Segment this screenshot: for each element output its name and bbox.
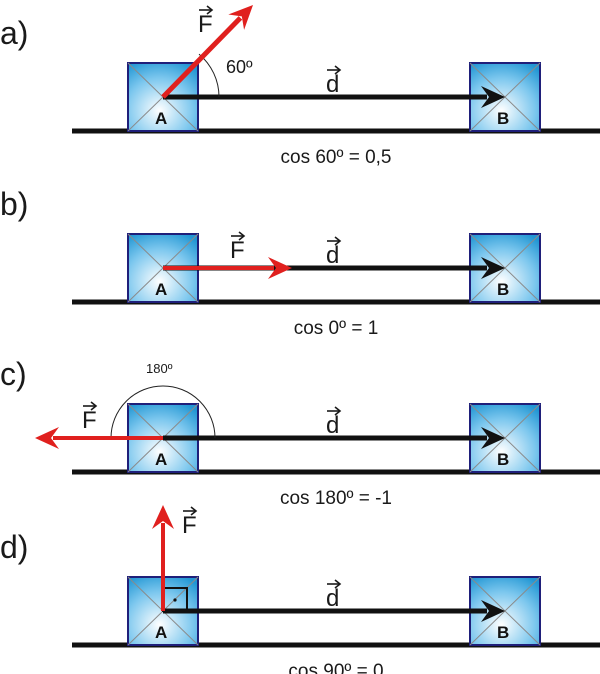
- box-a-label: A: [155, 623, 167, 642]
- force-label: F: [182, 512, 197, 539]
- force-arrow-head: [228, 5, 253, 30]
- displacement-label: d: [326, 585, 339, 612]
- displacement-label-arrow-icon: [327, 406, 342, 416]
- displacement-arrow-head: [481, 86, 505, 108]
- cosine-caption: cos 180º = -1: [280, 488, 392, 509]
- angle-label: 180º: [146, 361, 173, 376]
- force-label-arrow-icon: [83, 401, 98, 411]
- force-label: F: [82, 407, 97, 434]
- box-b-label: B: [497, 109, 509, 128]
- cosine-caption: cos 60º = 0,5: [281, 147, 392, 168]
- force-label-arrow-icon: [183, 506, 198, 516]
- panel-c: c) A Bd F 180º cos 180º = -1: [0, 356, 600, 509]
- force-label-arrow-icon: [231, 231, 246, 241]
- box-a-label: A: [155, 109, 167, 128]
- angle-arc: [110, 385, 216, 439]
- panel-label: d): [0, 529, 28, 565]
- box-a-label: A: [155, 280, 167, 299]
- displacement-label-arrow-icon: [327, 65, 342, 75]
- force-label-arrow-icon: [199, 5, 214, 15]
- force-arrow-head: [268, 257, 292, 279]
- panel-a: a) A Bd F 60º cos 60º = 0,5: [0, 5, 600, 168]
- panel-label: a): [0, 15, 28, 51]
- displacement-label-arrow-icon: [327, 579, 342, 589]
- displacement-arrow-head: [481, 427, 505, 449]
- displacement-arrow-head: [481, 600, 505, 622]
- displacement-arrow-head: [481, 257, 505, 279]
- box-b-label: B: [497, 450, 509, 469]
- displacement-label: d: [326, 242, 339, 269]
- force-arrow-shaft: [161, 16, 243, 99]
- panel-label: c): [0, 356, 27, 392]
- force-arrow-head: [152, 505, 174, 529]
- panel-label: b): [0, 186, 28, 222]
- box-b-label: B: [497, 623, 509, 642]
- cosine-caption: cos 90º = 0: [288, 661, 383, 674]
- force-label: F: [230, 237, 245, 264]
- cosine-caption: cos 0º = 1: [294, 318, 379, 339]
- displacement-label: d: [326, 412, 339, 439]
- displacement-label: d: [326, 71, 339, 98]
- angle-label: 60º: [226, 57, 253, 77]
- force-arrow-head: [35, 427, 59, 449]
- force-label: F: [198, 11, 213, 38]
- displacement-label-arrow-icon: [327, 236, 342, 246]
- box-a-label: A: [155, 450, 167, 469]
- box-b-label: B: [497, 280, 509, 299]
